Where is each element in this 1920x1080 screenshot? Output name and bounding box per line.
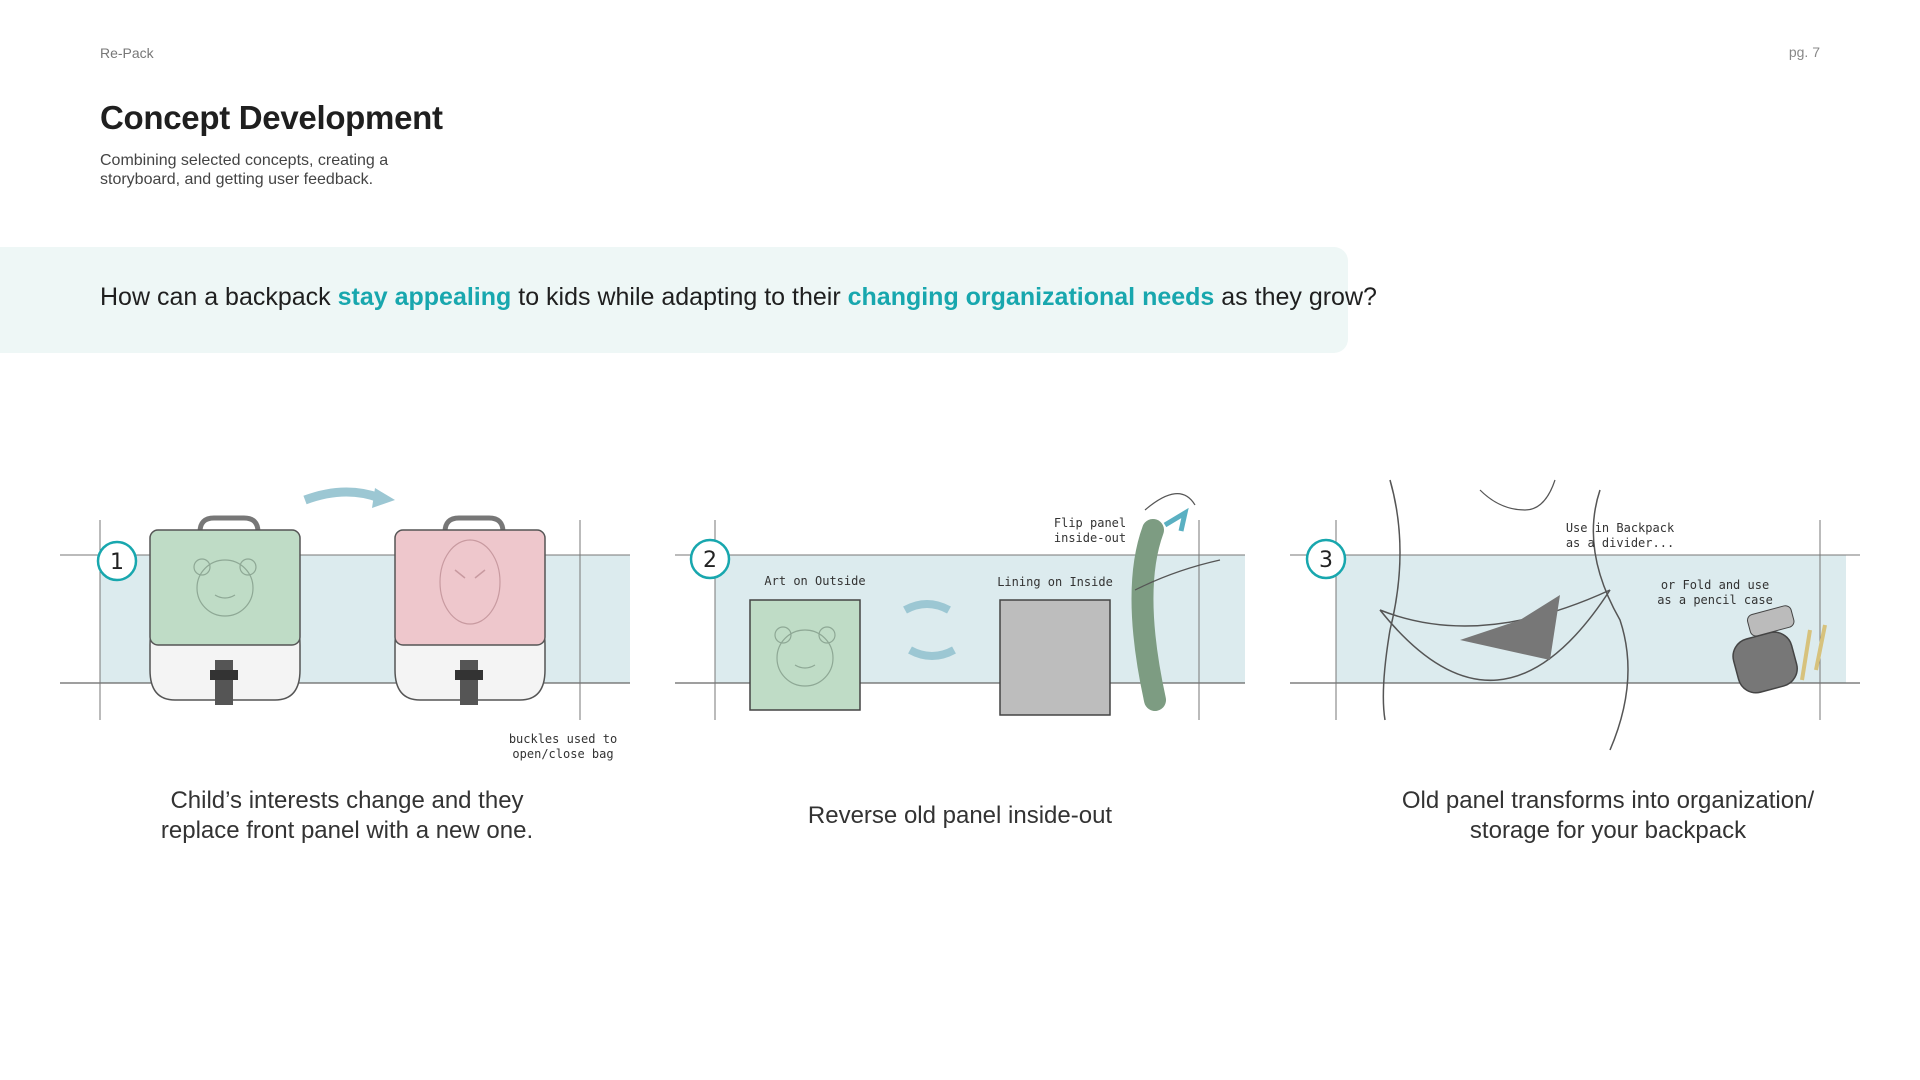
project-name: Re-Pack bbox=[100, 45, 154, 61]
hand-flipping-icon bbox=[1131, 493, 1221, 711]
pencil-case-icon bbox=[1732, 605, 1827, 694]
step-2-caption: Reverse old panel inside-out bbox=[680, 801, 1240, 831]
step-number: 2 bbox=[703, 548, 717, 573]
design-question: How can a backpack stay appealing to kid… bbox=[100, 283, 1377, 312]
reverse-panel-sketch: 2 Art on Outside Lining on Inside Flip p… bbox=[675, 493, 1245, 720]
question-text-2: to kids while adapting to their bbox=[511, 283, 848, 311]
step-number: 1 bbox=[110, 550, 124, 575]
step-3-caption-line-1: Old panel transforms into organization/ bbox=[1401, 787, 1815, 814]
note-use-backpack-1: Use in Backpack bbox=[1566, 521, 1675, 535]
note-art-outside: Art on Outside bbox=[764, 574, 865, 588]
flip-arrow-left-icon bbox=[903, 600, 951, 614]
organizer-sketch: 3 Use in Backpack as a divider... or Fol… bbox=[1290, 479, 1860, 751]
step-number: 3 bbox=[1319, 548, 1333, 573]
question-highlight-2: changing organizational needs bbox=[847, 283, 1215, 311]
step-number-badge bbox=[1305, 538, 1347, 580]
step-1-caption-line-2: replace front panel with a new one. bbox=[160, 817, 534, 844]
step-number-badge bbox=[689, 538, 731, 580]
lining-panel-icon bbox=[999, 599, 1111, 716]
note-flip-1: Flip panel bbox=[1054, 516, 1126, 530]
backpack-green-icon bbox=[149, 515, 301, 705]
step-1-caption-line-1: Child’s interests change and they bbox=[170, 787, 524, 814]
backpack-swap-sketch: 1 buckles used to open/close bag bbox=[60, 487, 630, 761]
open-backpack-icon bbox=[1379, 479, 1629, 751]
step-3-caption-line-2: storage for your backpack bbox=[1469, 817, 1747, 844]
page-title: Concept Development bbox=[100, 99, 443, 136]
backpack-pink-icon bbox=[394, 515, 546, 705]
step-1-caption: Child’s interests change and they replac… bbox=[67, 786, 627, 846]
note-fold-2: as a pencil case bbox=[1657, 593, 1773, 607]
step-3-caption: Old panel transforms into organization/ … bbox=[1328, 786, 1888, 846]
note-fold-1: or Fold and use bbox=[1661, 578, 1769, 592]
question-banner bbox=[0, 247, 1348, 353]
storyboard-panel-2: 2 Art on Outside Lining on Inside Flip p… bbox=[665, 470, 1265, 770]
note-buckles-1: buckles used to bbox=[509, 732, 617, 746]
swap-arrow-icon bbox=[303, 487, 382, 505]
note-flip-2: inside-out bbox=[1054, 531, 1126, 545]
question-text-3: as they grow? bbox=[1214, 283, 1377, 311]
question-text-1: How can a backpack bbox=[100, 283, 338, 311]
note-use-backpack-2: as a divider... bbox=[1566, 536, 1674, 550]
storyboard-panel-3: 3 Use in Backpack as a divider... or Fol… bbox=[1280, 470, 1880, 770]
step-number-badge bbox=[96, 540, 138, 582]
flip-arrow-right-icon bbox=[908, 646, 956, 660]
page-number: pg. 7 bbox=[1788, 44, 1820, 60]
note-buckles-2: open/close bag bbox=[512, 747, 613, 761]
note-lining-inside: Lining on Inside bbox=[997, 575, 1113, 589]
question-highlight-1: stay appealing bbox=[337, 283, 512, 311]
art-panel-icon bbox=[749, 599, 861, 711]
page-subtitle: Combining selected concepts, creating a … bbox=[100, 152, 389, 188]
storyboard-panel-1: 1 buckles used to open/close bag bbox=[50, 470, 650, 770]
step-2-caption-line-1: Reverse old panel inside-out bbox=[807, 802, 1113, 829]
